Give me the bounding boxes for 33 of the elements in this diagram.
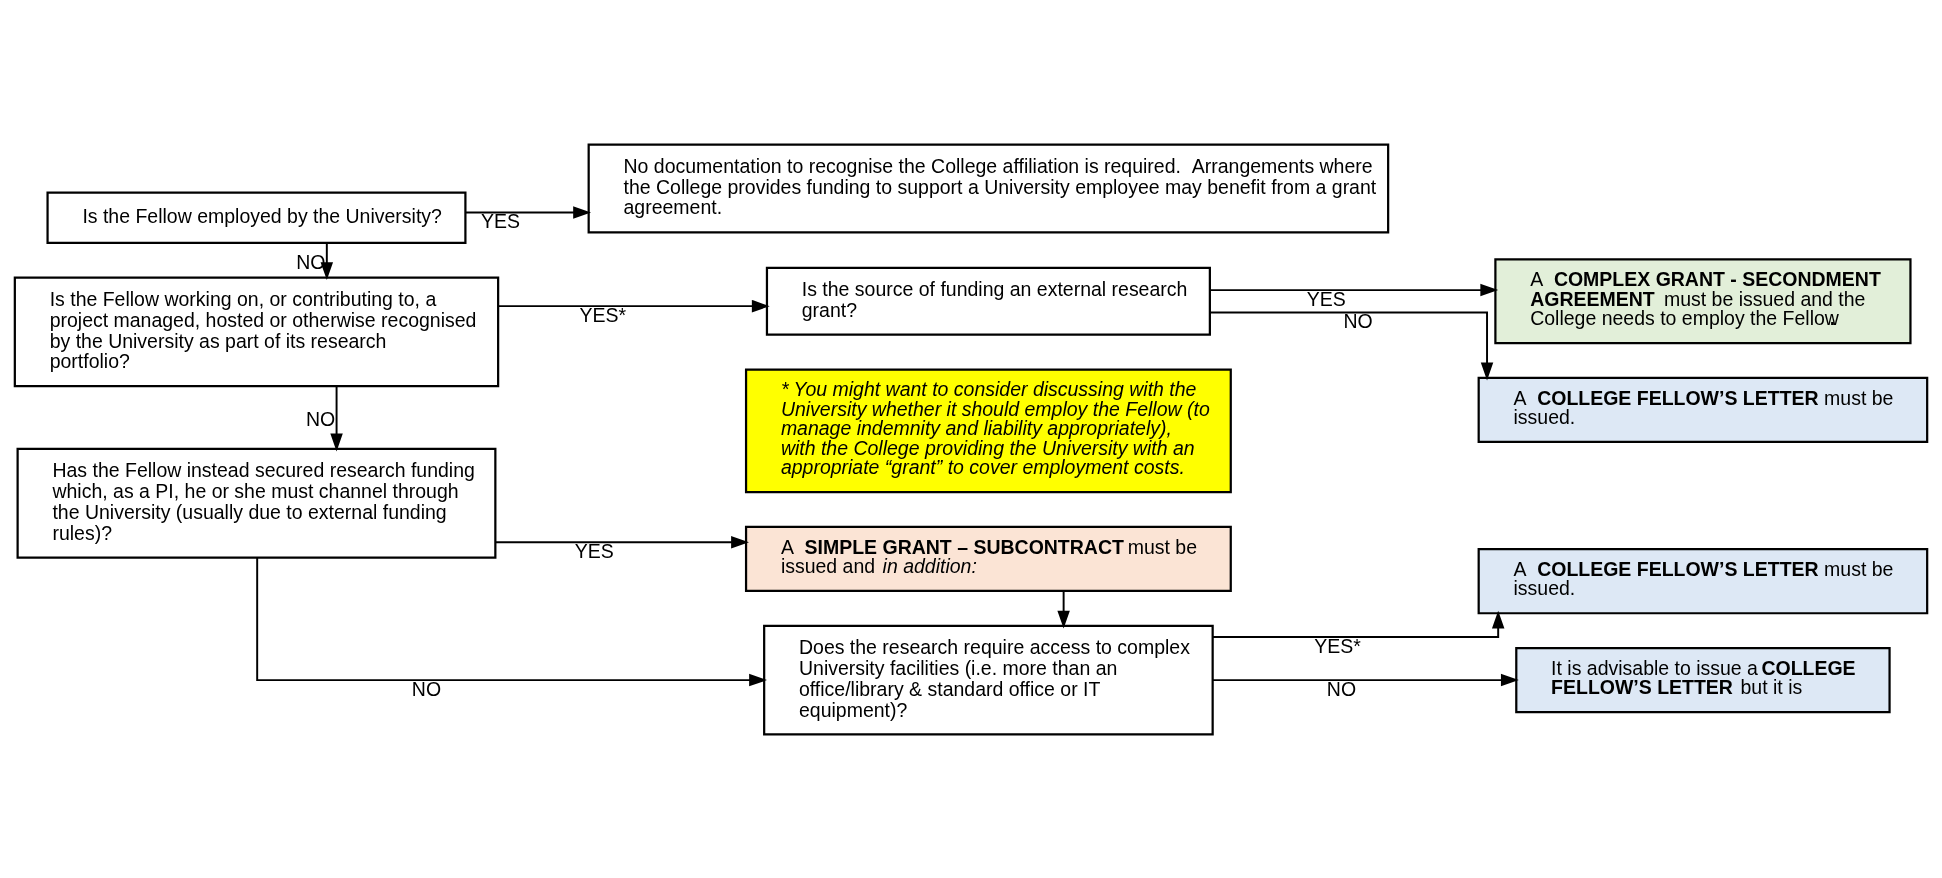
node-box: A SIMPLE GRANT – SUBCONTRACT must be issued and in addition: — [744, 525, 1232, 592]
node-box: It is advisable to issue a COLLEGE FELLOW’S LETTER but it is — [1515, 646, 1891, 713]
edge-label: NO — [305, 407, 336, 430]
node-box: A COMPLEX GRANT - SECONDMENT AGREEMENT must be issued and the College needs to employ the Fellow. — [1494, 257, 1912, 344]
edge-label: YES — [574, 539, 614, 562]
arrow — [1209, 310, 1494, 380]
arrow — [1209, 283, 1499, 296]
arrow — [330, 385, 343, 451]
arrow — [1211, 610, 1505, 638]
node-box: Is the Fellow employed by the University? — [46, 191, 467, 244]
node-box: A COLLEGE FELLOW’S LETTER must be issued. — [1477, 547, 1929, 614]
edge-label: NO — [1343, 309, 1373, 332]
arrow — [320, 241, 334, 280]
arrow — [464, 205, 591, 219]
edge-label: YES — [480, 209, 520, 232]
edge-label: YES* — [1314, 634, 1361, 657]
node-box: Has the Fellow instead secured research funding which, as a PI, he or she must channel through the University (usually due to external funding rules)? — [16, 447, 497, 559]
arrow — [256, 556, 767, 686]
arrow — [1212, 673, 1519, 686]
arrow — [494, 535, 749, 548]
node-box: Is the Fellow working on, or contributing to, a project managed, hosted or otherwise recognised by the University as part of its research portfolio? — [13, 275, 500, 387]
node-box: No documentation to recognise the College affiliation is required. Arrangements where the College provides funding to support a University employee may benefit from a grant agreement. — [587, 142, 1390, 233]
edge-label: NO — [1326, 677, 1357, 700]
node-box: A COLLEGE FELLOW’S LETTER must be issued. — [1477, 376, 1929, 443]
node-box: * You might want to consider discussing with the University whether it should employ the Fellow (to manage indemnity and liability appropriately), with the College providing the University with an appropriate “grant” to cover employment costs. — [744, 367, 1232, 493]
edge-label: NO — [296, 250, 326, 273]
edge-label: YES — [1306, 287, 1346, 310]
edge-label: YES* — [579, 303, 627, 326]
edge-label: NO — [411, 677, 442, 700]
node-box: Is the source of funding an external research grant? — [765, 266, 1211, 336]
node-box: Does the research require access to complex University facilities (i.e. more than an office/library & standard office or IT equipment)? — [763, 624, 1214, 736]
arrow — [1057, 589, 1070, 628]
arrow — [497, 299, 770, 312]
